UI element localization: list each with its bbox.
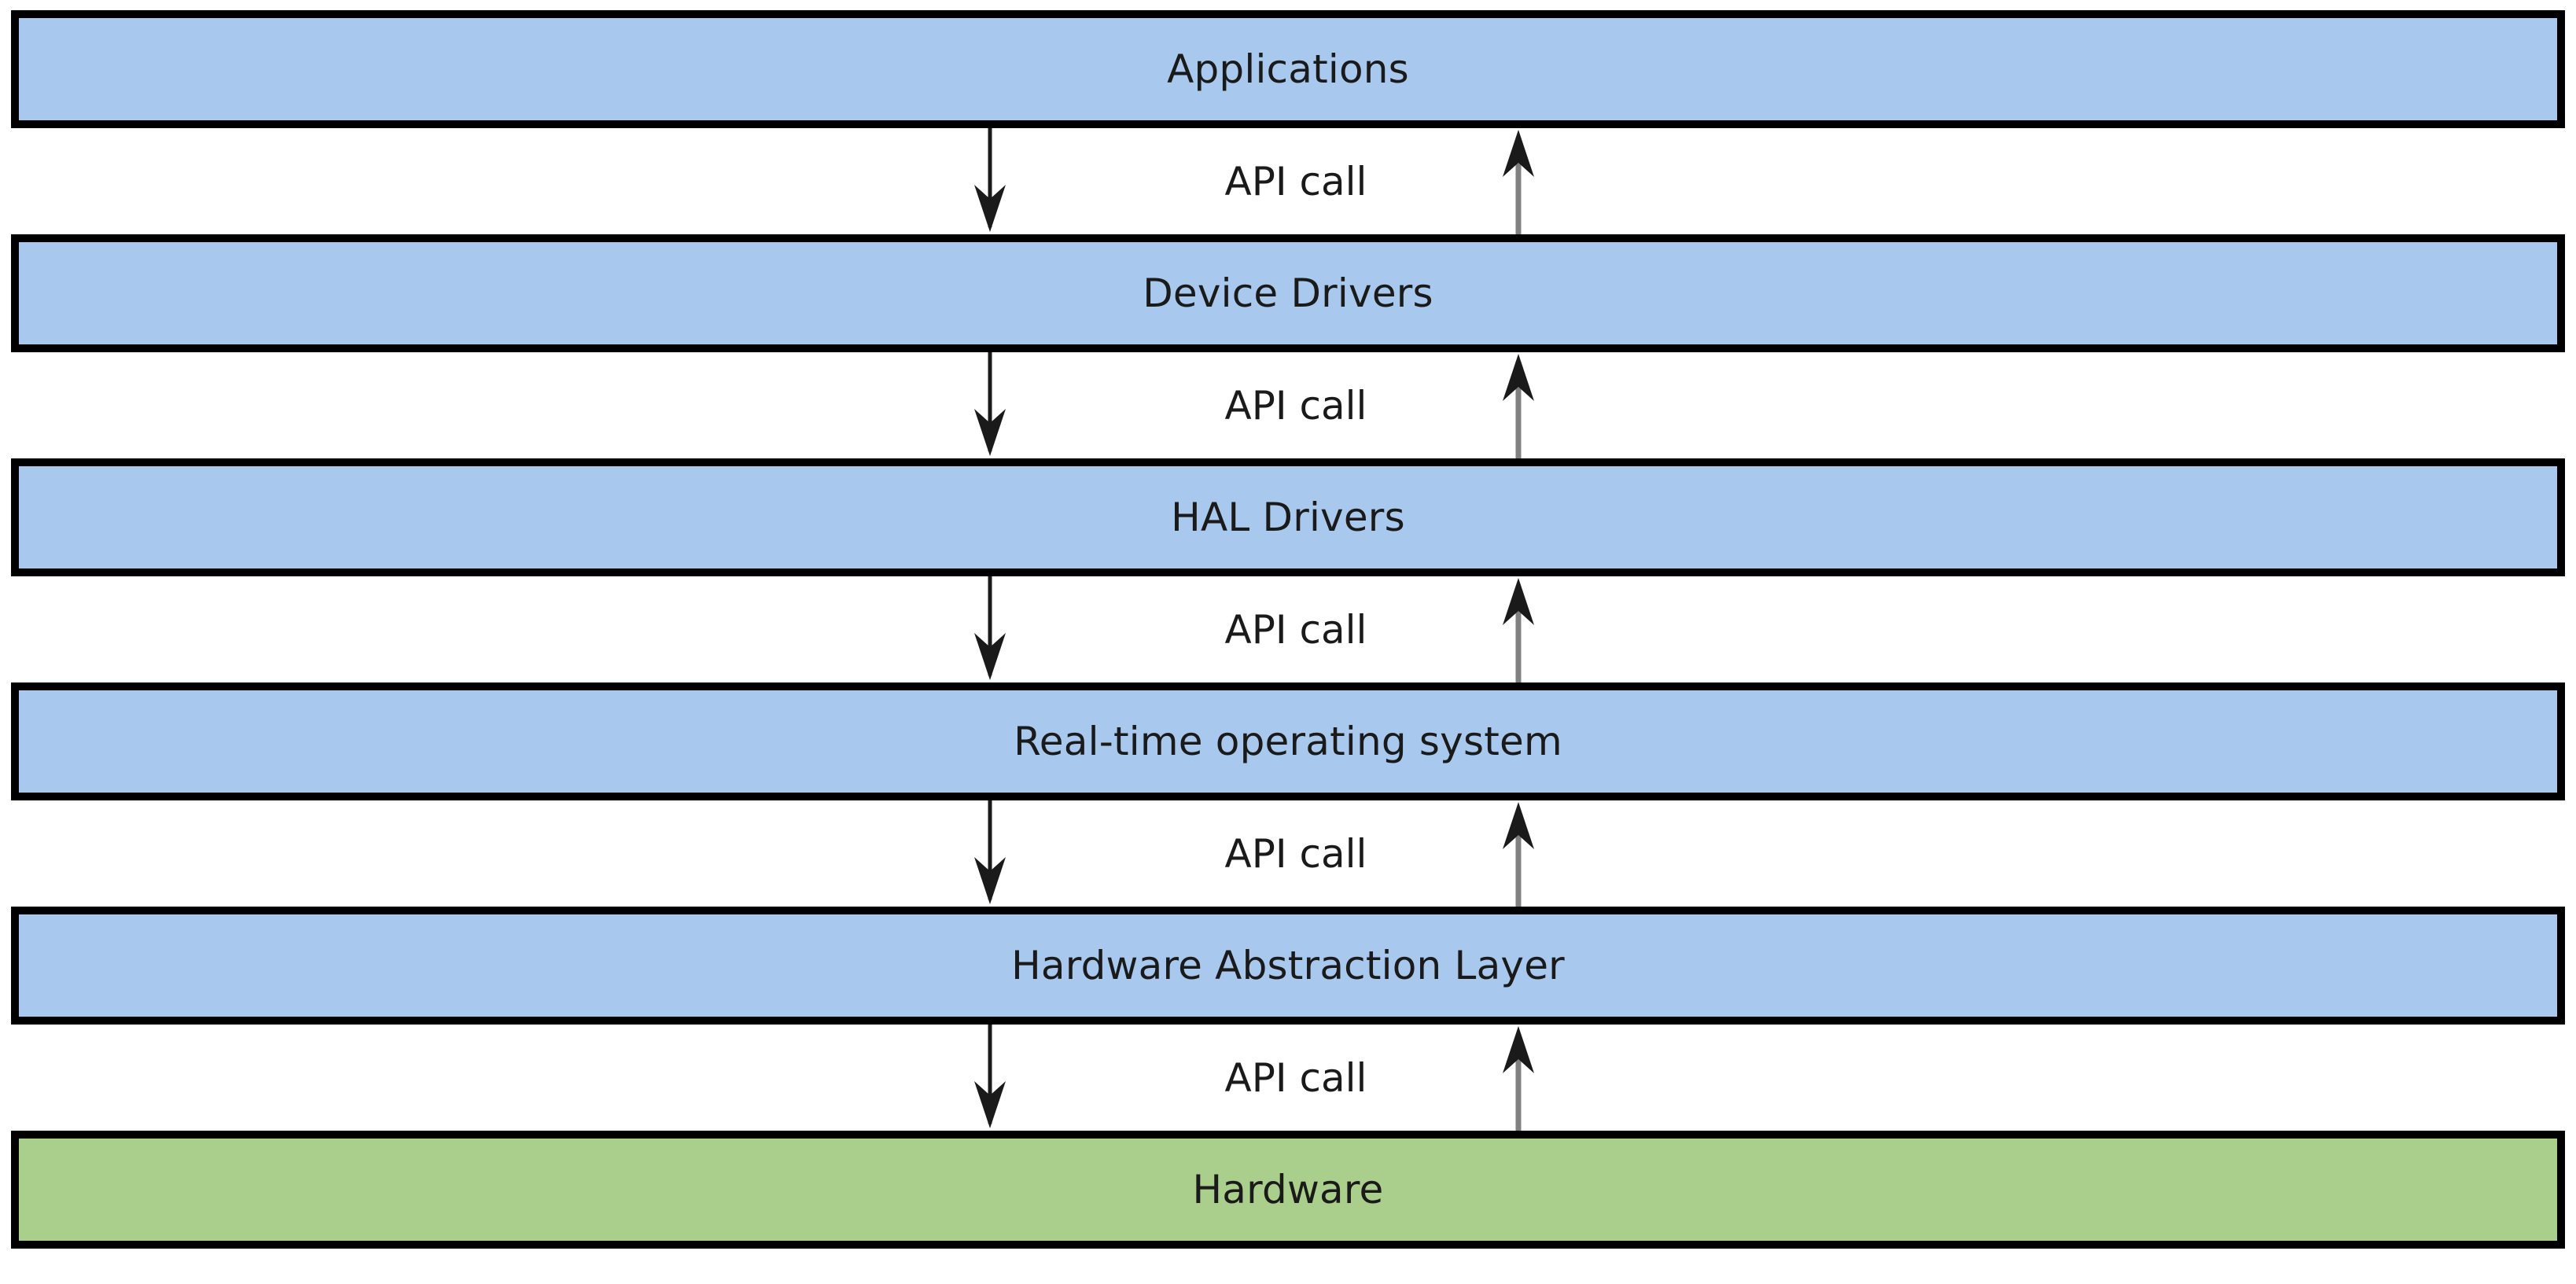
arrow-down-icon (962, 576, 1018, 682)
api-call-label: API call (1224, 606, 1367, 653)
arrow-up-icon (1491, 1025, 1546, 1131)
api-call-label: API call (1224, 830, 1367, 877)
arrow-up-icon (1491, 352, 1546, 458)
arrow-down-icon (962, 800, 1018, 907)
layer-box-device-drivers[interactable]: Device Drivers (11, 234, 2565, 352)
api-call-label: API call (1224, 382, 1367, 429)
layer-label-device-drivers: Device Drivers (1143, 270, 1433, 316)
layer-box-applications[interactable]: Applications (11, 10, 2565, 128)
layer-box-rtos[interactable]: Real-time operating system (11, 682, 2565, 800)
layer-box-hardware[interactable]: Hardware (11, 1131, 2565, 1249)
layer-box-hardware-abstraction-layer[interactable]: Hardware Abstraction Layer (11, 907, 2565, 1025)
layer-label-hardware: Hardware (1192, 1167, 1384, 1212)
api-call-connector-5: API call (0, 1025, 2576, 1131)
api-call-connector-2: API call (0, 352, 2576, 458)
api-call-connector-4: API call (0, 800, 2576, 907)
arrow-up-icon (1491, 128, 1546, 234)
layer-label-hal-drivers: HAL Drivers (1171, 495, 1405, 540)
arrow-down-icon (962, 1025, 1018, 1131)
api-call-label: API call (1224, 158, 1367, 204)
layer-label-applications: Applications (1167, 46, 1409, 92)
arrow-up-icon (1491, 576, 1546, 682)
layer-box-hal-drivers[interactable]: HAL Drivers (11, 458, 2565, 576)
arrow-up-icon (1491, 800, 1546, 907)
arrow-down-icon (962, 352, 1018, 458)
api-call-label: API call (1224, 1054, 1367, 1101)
api-call-connector-3: API call (0, 576, 2576, 682)
layer-label-rtos: Real-time operating system (1014, 719, 1562, 764)
api-call-connector-1: API call (0, 128, 2576, 234)
arrow-down-icon (962, 128, 1018, 234)
layer-label-hardware-abstraction-layer: Hardware Abstraction Layer (1011, 943, 1565, 988)
